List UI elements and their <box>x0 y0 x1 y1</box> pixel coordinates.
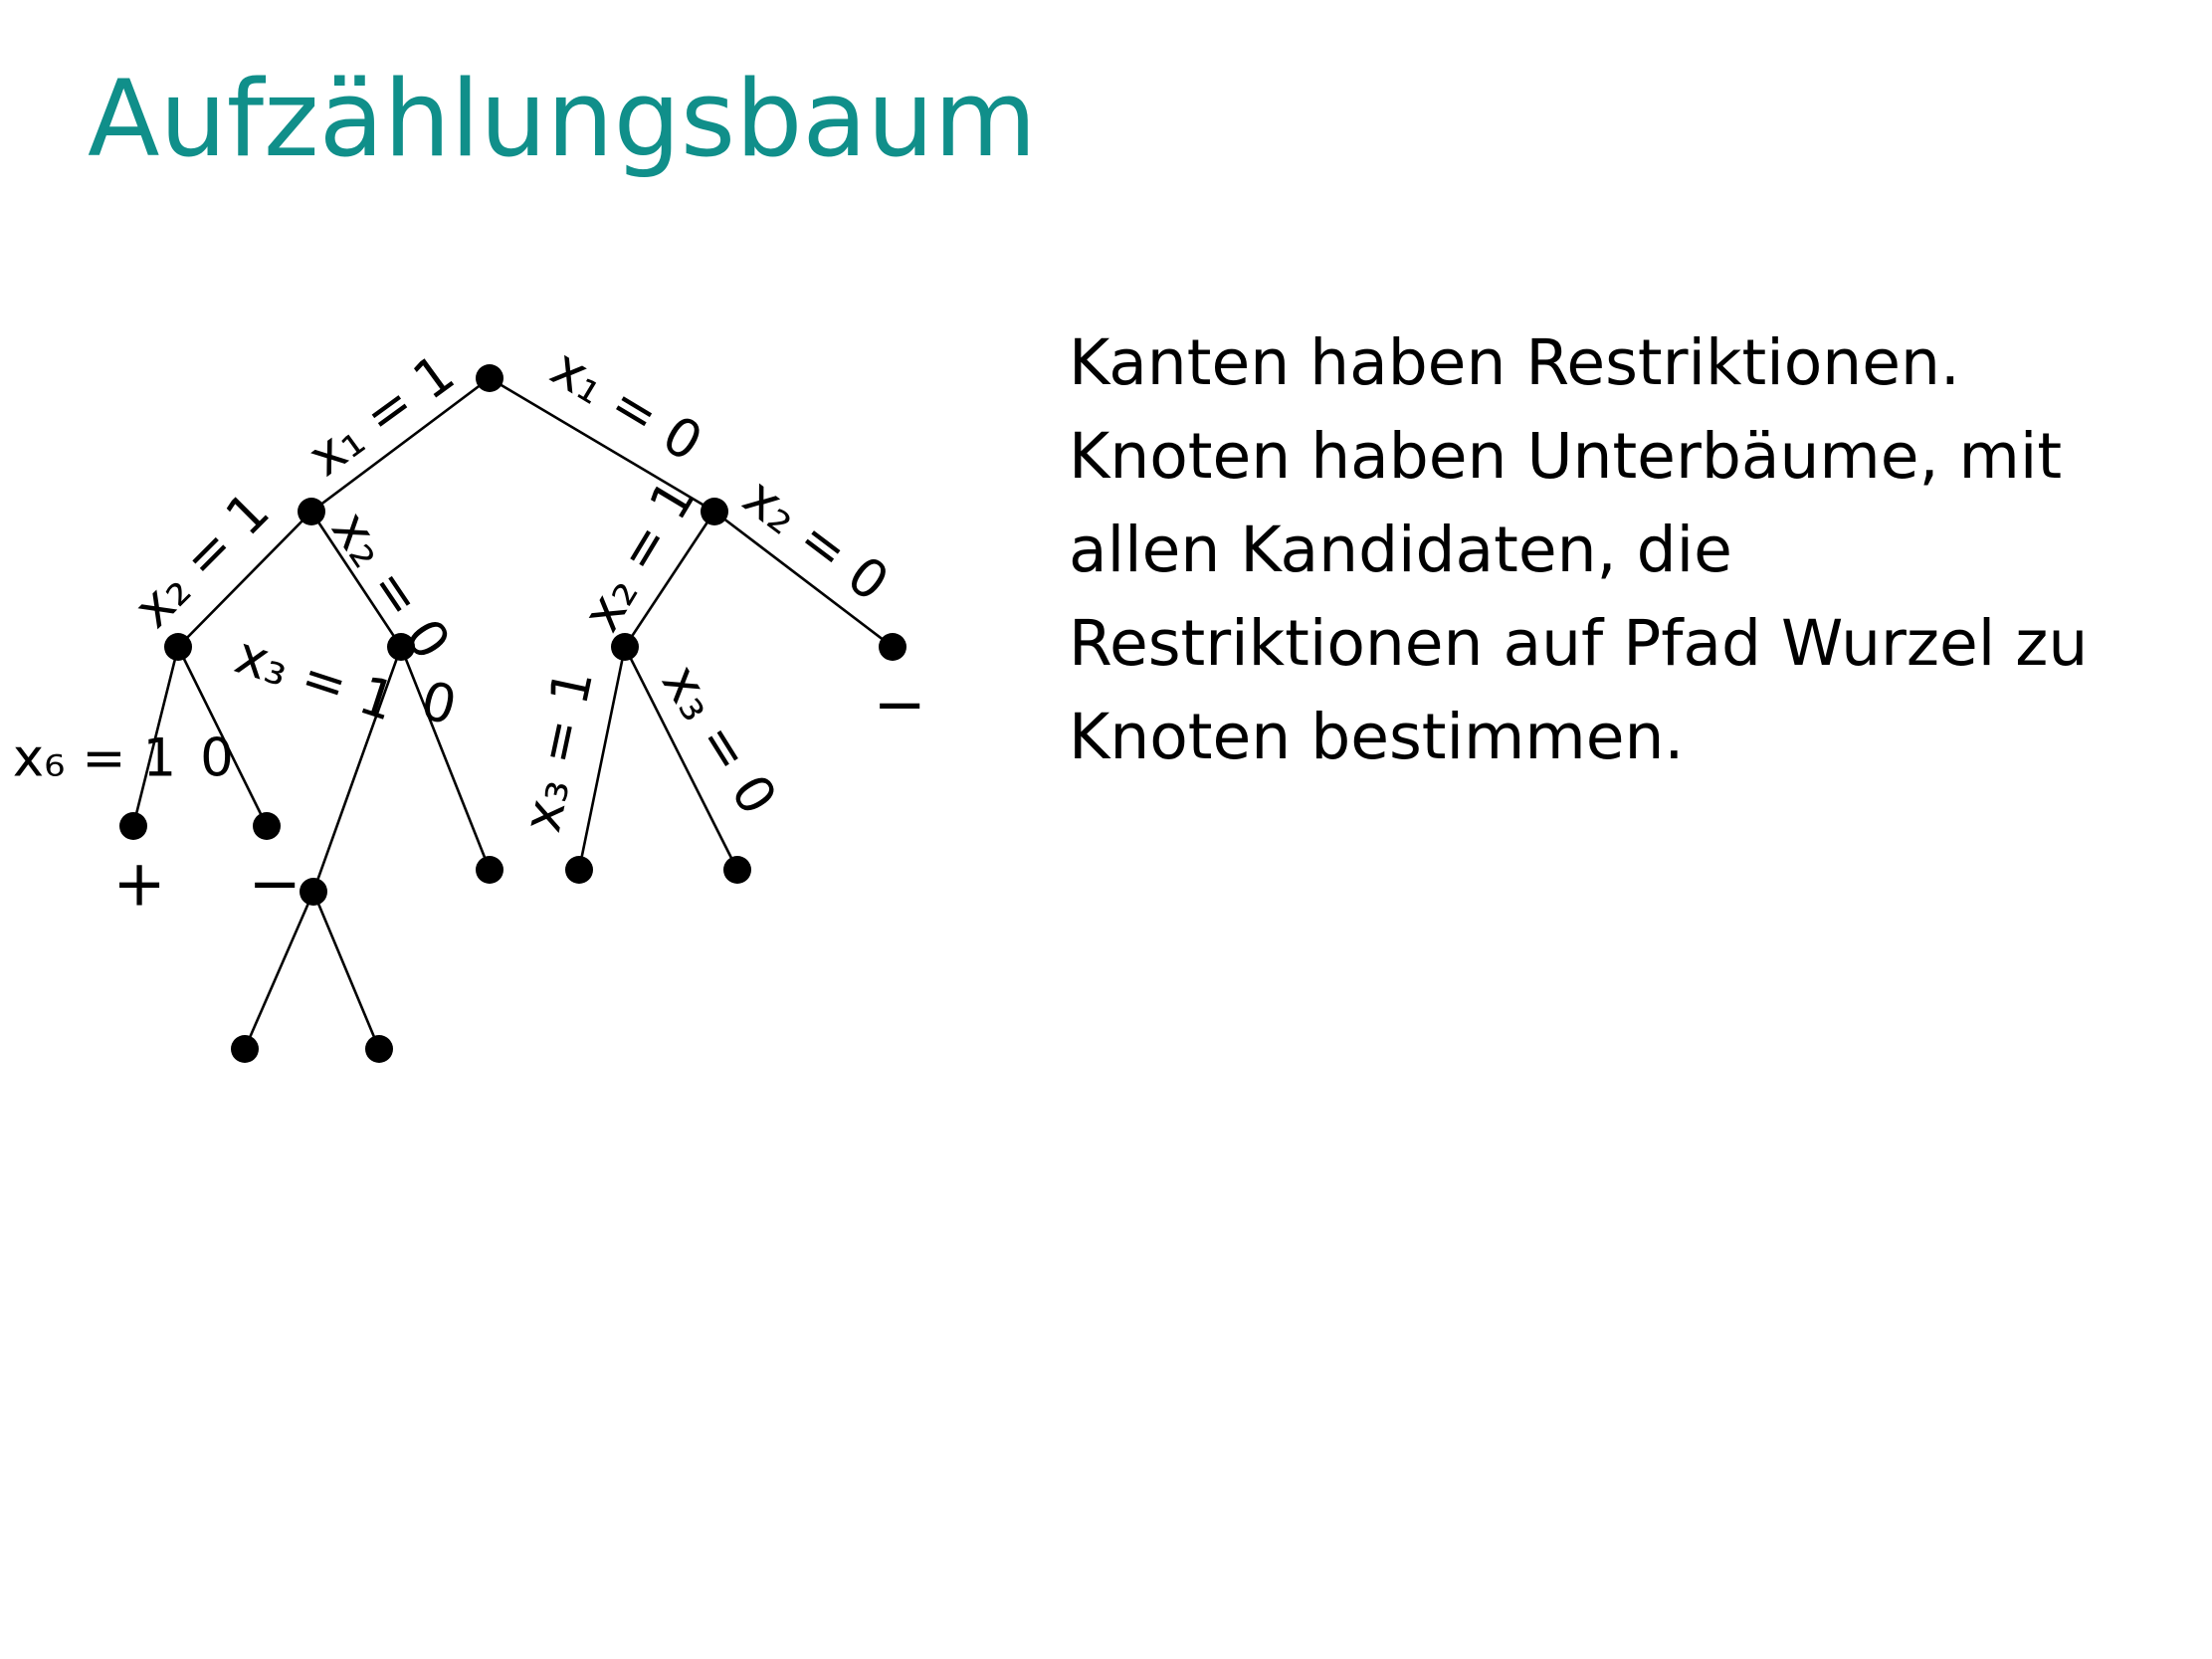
explanation-text: Kanten haben Restriktionen. Knoten haben… <box>1069 316 2193 784</box>
tree-node-n <box>365 1035 393 1063</box>
edge-label-c-g: x₆ = 1 <box>13 728 176 789</box>
tree-edge-a-c <box>177 511 312 648</box>
tree-node-a <box>298 498 325 525</box>
leaf-label-h: − <box>248 848 302 922</box>
tree-edge-d-j <box>399 646 492 871</box>
leaf-label-g: + <box>112 848 166 922</box>
explanation-line-5: Knoten bestimmen. <box>1069 701 1685 773</box>
tree-edge-e-k <box>577 646 627 871</box>
tree-edge-i-m <box>243 891 315 1050</box>
tree-node-i <box>300 878 327 906</box>
tree-node-h <box>253 812 281 840</box>
explanation-line-3: allen Kandidaten, die <box>1069 514 1732 586</box>
edge-label-d-i: x₃ = 1 <box>228 625 402 733</box>
tree-node-b <box>701 498 728 525</box>
tree-node-k <box>565 856 593 884</box>
tree-edge-root-b <box>489 376 715 514</box>
edge-label-b-f: x₂ = 0 <box>732 467 900 614</box>
tree-node-l <box>723 856 751 884</box>
edge-label-d-j: 0 <box>415 671 462 737</box>
tree-edge-root-a <box>310 376 491 514</box>
edge-label-b-e: x₂ = 1 <box>571 470 707 641</box>
tree-edge-d-i <box>311 646 403 893</box>
tree-edge-c-h <box>176 646 269 827</box>
edge-label-a-c: x₂ = 1 <box>122 481 281 639</box>
edge-label-root-b: x₁ = 0 <box>540 337 711 474</box>
explanation-line-4: Restriktionen auf Pfad Wurzel zu <box>1069 607 2089 680</box>
tree-node-f <box>879 633 906 661</box>
tree-node-e <box>611 633 639 661</box>
tree-edge-a-d <box>309 511 403 648</box>
tree-edge-c-g <box>131 646 180 827</box>
explanation-line-1: Kanten haben Restriktionen. <box>1069 326 1960 399</box>
tree-edge-b-f <box>713 510 894 649</box>
tree-node-d <box>387 633 415 661</box>
tree-node-g <box>119 812 147 840</box>
tree-edge-i-n <box>311 891 381 1050</box>
tree-node-j <box>476 856 503 884</box>
tree-node-m <box>231 1035 259 1063</box>
tree-edge-b-e <box>623 511 716 648</box>
tree-node-c <box>164 633 192 661</box>
leaf-label-f: − <box>873 669 926 742</box>
tree-edge-e-l <box>623 646 739 871</box>
tree-node-root <box>476 364 503 392</box>
edge-label-c-h: 0 <box>200 728 234 789</box>
explanation-line-2: Knoten haben Unterbäume, mit <box>1069 420 2063 493</box>
slide-title: Aufzählungsbaum <box>88 58 1037 180</box>
